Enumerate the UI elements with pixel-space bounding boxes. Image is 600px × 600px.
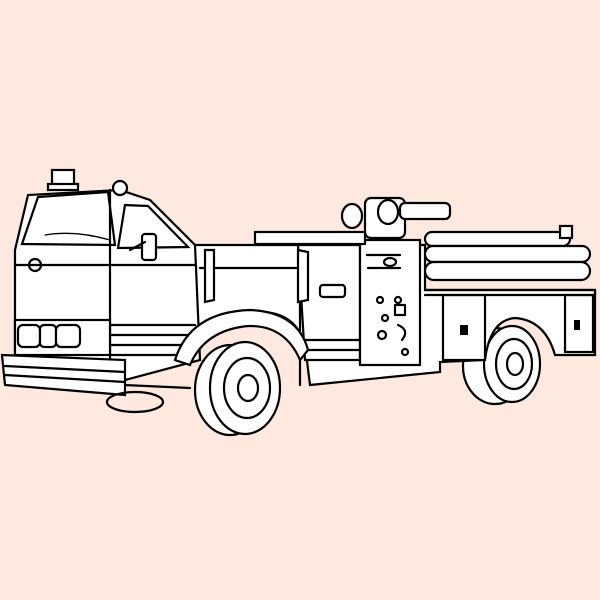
front-wheel [105,308,310,437]
compartments [423,288,597,362]
pump-panel [358,238,422,367]
hose-tubes [423,224,592,282]
deck-gun [253,196,452,246]
front-end [0,318,192,397]
